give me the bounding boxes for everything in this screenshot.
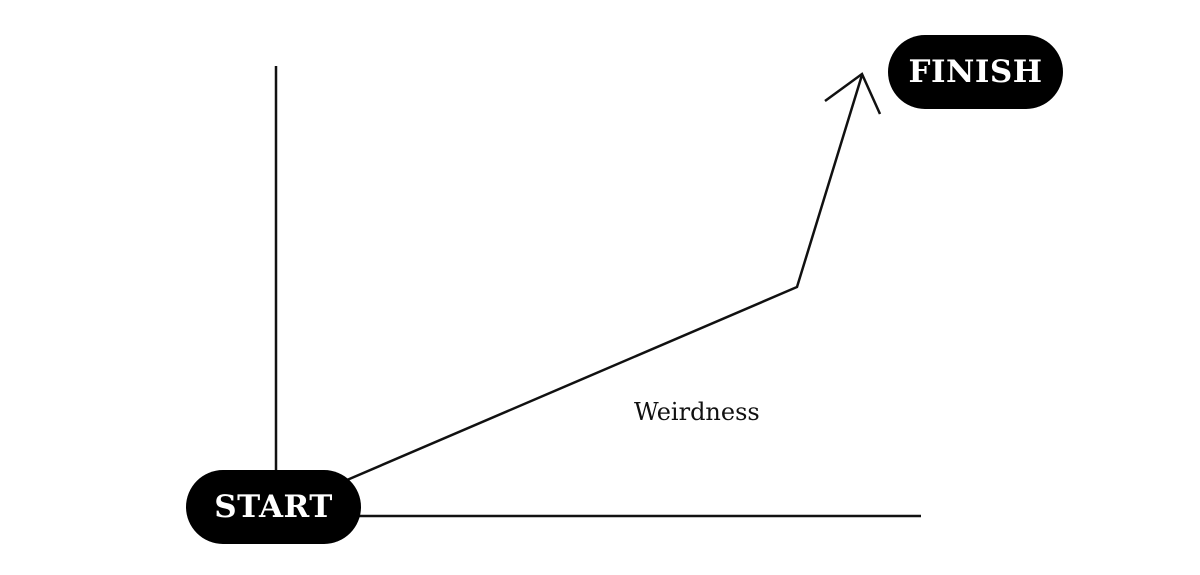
finish-badge: FINISH xyxy=(888,35,1063,109)
path-label: Weirdness xyxy=(634,398,760,426)
start-badge: START xyxy=(186,470,361,544)
start-label: START xyxy=(214,489,333,525)
progress-path xyxy=(339,74,864,485)
finish-label: FINISH xyxy=(908,54,1043,90)
arrow-head xyxy=(824,72,882,115)
